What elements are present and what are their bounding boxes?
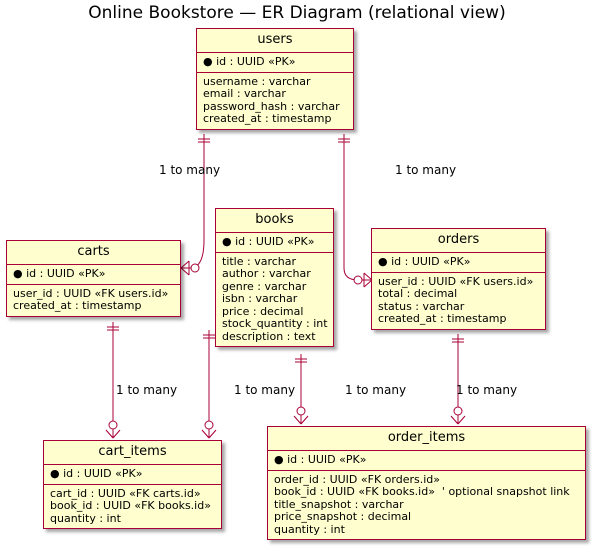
diagram-title: Online Bookstore — ER Diagram (relationa… <box>88 3 506 23</box>
users-field: email : varchar <box>203 87 286 100</box>
rel-label-carts-cart-items: 1 to many <box>116 383 178 397</box>
entity-books: books ● id : UUID «PK» title : varchar a… <box>215 208 334 347</box>
books-field: genre : varchar <box>222 279 307 293</box>
rel-label-users-orders: 1 to many <box>395 163 457 177</box>
order-items-field: price_snapshot : decimal <box>274 510 412 523</box>
entity-order-items-name: order_items <box>387 430 466 445</box>
entity-order-items: order_items ● id : UUID «PK» order_id : … <box>267 426 586 540</box>
cart-items-pk: ● id : UUID «PK» <box>50 467 143 480</box>
entity-carts: carts ● id : UUID «PK» user_id : UUID «F… <box>6 240 181 317</box>
books-field: title : varchar <box>222 254 297 268</box>
order-items-field: book_id : UUID «FK books.id» ' optional … <box>274 485 570 498</box>
entity-users: users ● id : UUID «PK» username : varcha… <box>196 28 354 130</box>
users-field: password_hash : varchar <box>203 99 340 113</box>
entity-carts-name: carts <box>77 244 110 259</box>
orders-field: total : decimal <box>378 287 458 300</box>
rel-label-orders-order-items: 1 to many <box>456 383 518 397</box>
entity-cart-items: cart_items ● id : UUID «PK» cart_id : UU… <box>43 440 222 529</box>
carts-field: user_id : UUID «FK users.id» <box>13 286 169 300</box>
orders-pk: ● id : UUID «PK» <box>378 255 471 268</box>
users-field: username : varchar <box>203 74 311 88</box>
orders-field: status : varchar <box>378 299 465 313</box>
orders-field: created_at : timestamp <box>378 312 507 325</box>
users-pk: ● id : UUID «PK» <box>203 55 296 68</box>
crow-users-carts <box>180 260 190 269</box>
cart-items-field: quantity : int <box>50 511 121 525</box>
entity-users-name: users <box>257 32 293 47</box>
edge-users-orders <box>343 134 372 281</box>
carts-field: created_at : timestamp <box>13 299 142 312</box>
books-field: price : decimal <box>222 304 304 318</box>
books-field: isbn : varchar <box>222 292 298 305</box>
rel-label-users-carts: 1 to many <box>159 163 221 177</box>
order-items-field: quantity : int <box>274 522 345 536</box>
orders-field: user_id : UUID «FK users.id» <box>378 274 534 288</box>
cart-items-field: book_id : UUID «FK books.id» <box>50 499 211 512</box>
books-field: stock_quantity : int <box>222 317 328 330</box>
carts-pk: ● id : UUID «PK» <box>13 267 106 280</box>
order-items-pk: ● id : UUID «PK» <box>274 453 367 466</box>
entity-cart-items-name: cart_items <box>98 444 167 459</box>
entity-books-name: books <box>255 212 294 227</box>
cart-items-field: cart_id : UUID «FK carts.id» <box>50 486 201 500</box>
entity-orders: orders ● id : UUID «PK» user_id : UUID «… <box>371 228 546 330</box>
rel-label-books-cart-items: 1 to many <box>234 383 296 397</box>
order-items-field: title_snapshot : varchar <box>274 497 404 511</box>
order-items-field: order_id : UUID «FK orders.id» <box>274 472 440 486</box>
entity-orders-name: orders <box>437 232 480 247</box>
books-pk: ● id : UUID «PK» <box>222 235 315 248</box>
books-field: description : text <box>222 329 316 343</box>
users-field: created_at : timestamp <box>203 112 332 125</box>
rel-label-books-order-items: 1 to many <box>345 383 407 397</box>
books-field: author : varchar <box>222 267 311 280</box>
edge-users-carts <box>181 134 205 269</box>
